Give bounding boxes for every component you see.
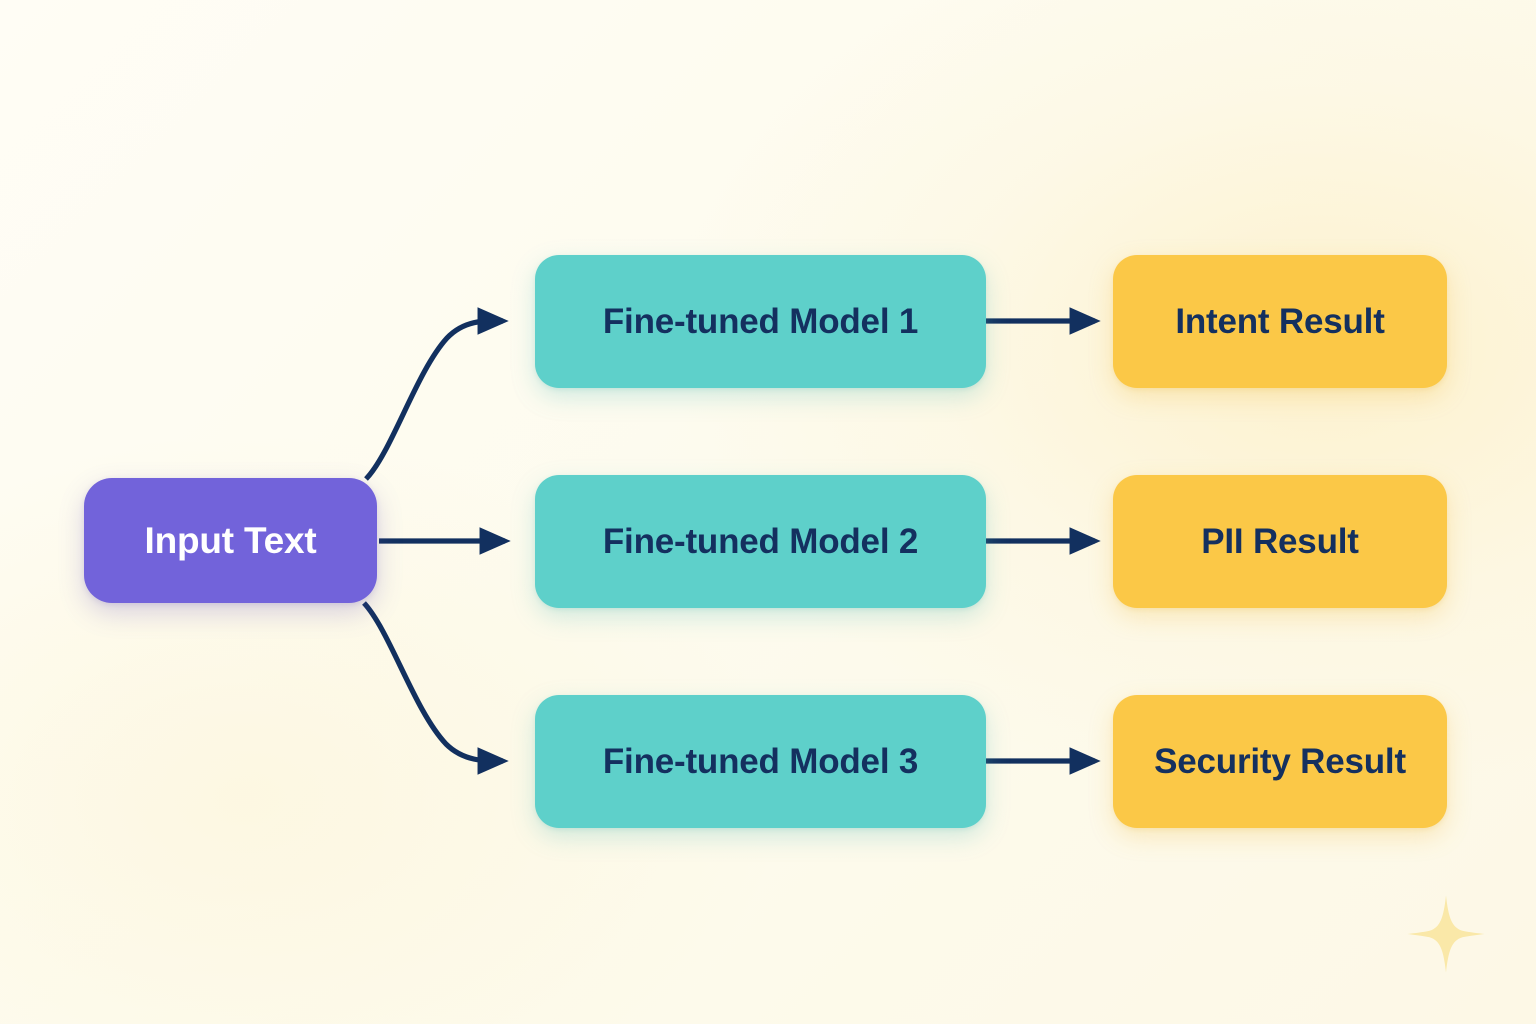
node-fine-tuned-model-2-label: Fine-tuned Model 2 [602, 522, 919, 561]
node-pii-result[interactable]: PII Result [1113, 475, 1447, 608]
edge-input-to-model-1 [364, 307, 509, 481]
node-fine-tuned-model-3[interactable]: Fine-tuned Model 3 [535, 695, 986, 828]
node-input-text-label: Input Text [144, 520, 317, 561]
node-fine-tuned-model-2[interactable]: Fine-tuned Model 2 [535, 475, 986, 608]
sparkle-icon [1407, 895, 1485, 973]
edge-input-to-model-3 [362, 601, 509, 775]
node-security-result[interactable]: Security Result [1113, 695, 1447, 828]
node-intent-result[interactable]: Intent Result [1113, 255, 1447, 388]
node-intent-result-label: Intent Result [1175, 302, 1385, 341]
node-pii-result-label: PII Result [1201, 522, 1359, 561]
node-fine-tuned-model-1[interactable]: Fine-tuned Model 1 [535, 255, 986, 388]
node-fine-tuned-model-1-label: Fine-tuned Model 1 [602, 302, 919, 341]
node-fine-tuned-model-3-label: Fine-tuned Model 3 [602, 742, 919, 781]
node-input-text[interactable]: Input Text [84, 478, 377, 603]
node-security-result-label: Security Result [1154, 742, 1406, 781]
